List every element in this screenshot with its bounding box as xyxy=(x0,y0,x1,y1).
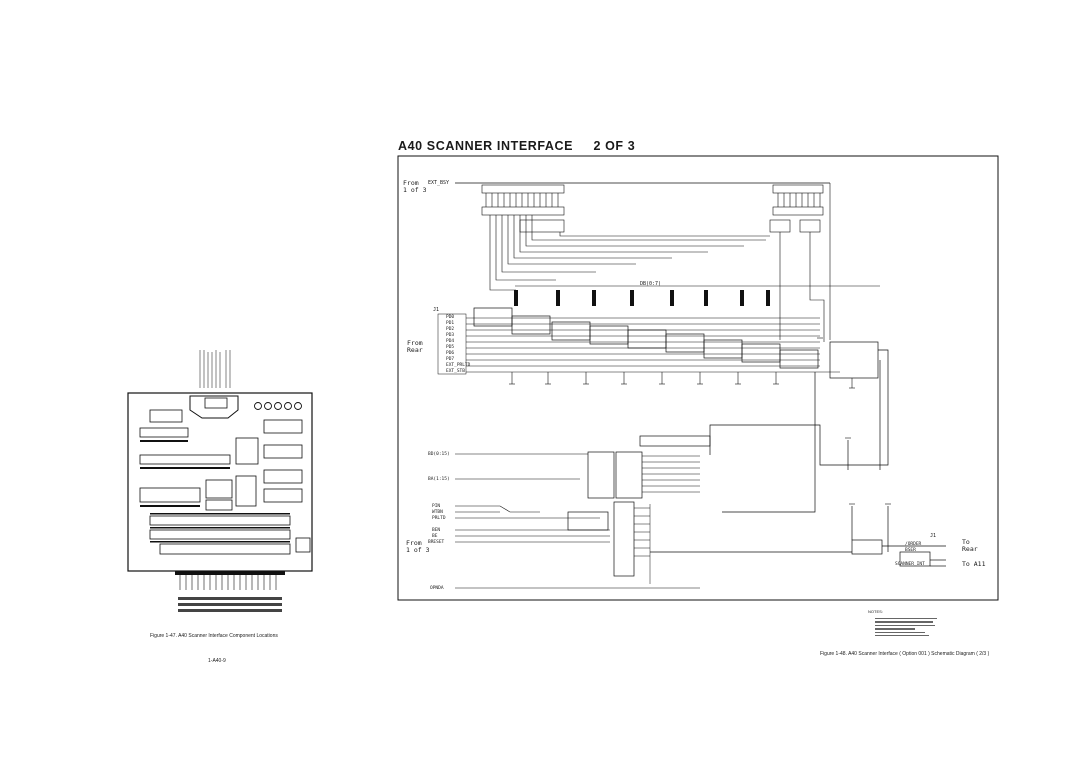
signal-ext-stb: EXT_STB xyxy=(446,369,465,374)
to-rear-label: To Rear xyxy=(962,538,978,553)
connector-j1-right: J1 xyxy=(930,533,937,539)
signal-order: /ORDER xyxy=(905,542,922,547)
signal-pd3: PD3 xyxy=(446,333,455,338)
signal-be: BE xyxy=(432,534,438,539)
signal-ba-1-15: BA(1:15) xyxy=(428,477,450,482)
from-1of3-bottom-label: From 1 of 3 xyxy=(406,539,430,554)
notes-heading: NOTES: xyxy=(868,609,883,614)
signal-breset: BRESET xyxy=(428,540,445,545)
signal-prltd: PRLTD xyxy=(432,516,446,521)
signal-bser: BSER xyxy=(905,548,916,553)
signal-scanner-int: SCANNER_INT xyxy=(895,562,925,567)
signal-db-0-7: DB(0:7) xyxy=(640,281,662,287)
signal-bd-0-15: BD(0:15) xyxy=(428,452,450,457)
signal-wtbn: WTBN xyxy=(432,510,443,515)
signal-ext-prltd: EXT_PRLTD xyxy=(446,363,471,368)
from-rear-label: From Rear xyxy=(407,339,423,354)
signal-pd7: PD7 xyxy=(446,357,455,362)
left-figure-caption: Figure 1-47. A40 Scanner Interface Compo… xyxy=(150,633,278,639)
notes-block xyxy=(875,615,945,643)
connector-j1-top: J1 xyxy=(433,307,440,313)
signal-pd4: PD4 xyxy=(446,339,455,344)
schematic-figure-caption: Figure 1-48. A40 Scanner Interface ( Opt… xyxy=(820,651,990,657)
signal-pd2: PD2 xyxy=(446,327,455,332)
signal-ben: BEN xyxy=(432,528,441,533)
to-a11-label: To A11 xyxy=(962,560,986,568)
left-page-number: 1-A40-9 xyxy=(208,658,226,664)
signal-pin: PIN xyxy=(432,504,441,509)
signal-pd0: PD0 xyxy=(446,315,455,320)
from-1of3-top-label: From 1 of 3 xyxy=(403,179,427,194)
page-title: A40 SCANNER INTERFACE 2 OF 3 xyxy=(398,139,636,153)
left-signal-list: PD0 PD1 PD2 PD3 PD4 PD5 PD6 PD7 EXT_PRLT… xyxy=(446,315,470,375)
signal-pd1: PD1 xyxy=(446,321,455,326)
signal-ext-bsy: EXT_BSY xyxy=(428,180,450,186)
signal-pd6: PD6 xyxy=(446,351,455,356)
signal-pd5: PD5 xyxy=(446,345,455,350)
signal-opnda: OPNDA xyxy=(430,586,444,591)
